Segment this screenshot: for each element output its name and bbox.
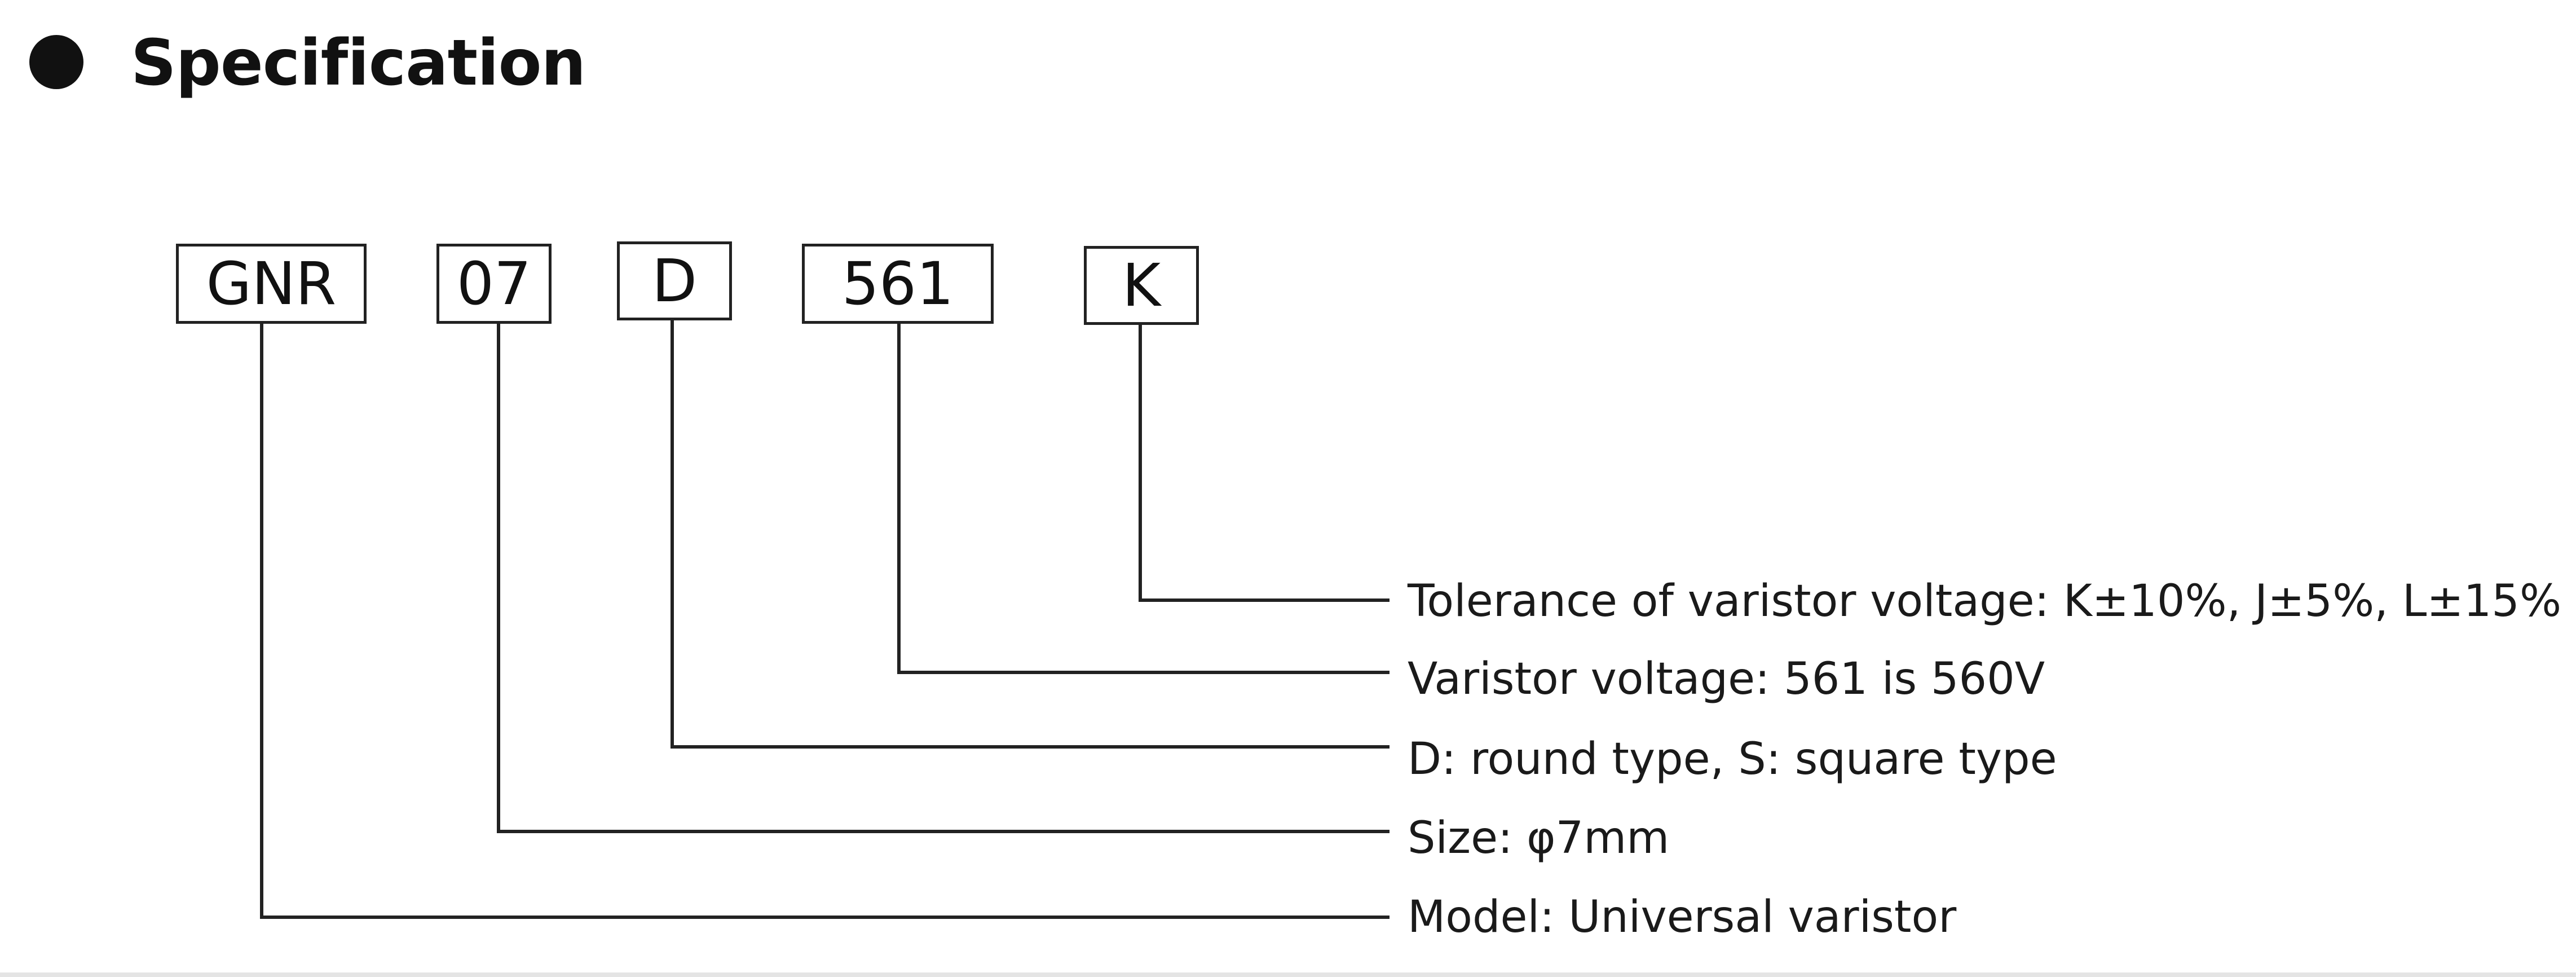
- code-box-size: 07: [436, 244, 552, 324]
- desc-size: Size: φ7mm: [1408, 813, 1670, 864]
- desc-tolerance: Tolerance of varistor voltage: K±10%, J±…: [1408, 576, 2562, 627]
- code-type: D: [651, 247, 698, 315]
- code-voltage: 561: [841, 249, 954, 318]
- bullet-icon: [29, 35, 83, 89]
- code-model: GNR: [206, 249, 337, 318]
- code-box-tolerance: K: [1084, 246, 1199, 325]
- desc-voltage: Varistor voltage: 561 is 560V: [1408, 654, 2045, 705]
- code-size: 07: [456, 249, 532, 318]
- desc-type: D: round type, S: square type: [1408, 734, 2057, 785]
- code-box-type: D: [617, 241, 732, 320]
- code-box-model: GNR: [176, 244, 367, 324]
- connector-voltage: [897, 323, 1390, 674]
- connector-model: [260, 323, 1390, 919]
- connector-type: [671, 319, 1390, 749]
- connector-tolerance: [1139, 324, 1390, 602]
- bottom-divider: [0, 972, 2576, 977]
- page-title: Specification: [131, 27, 586, 100]
- code-box-voltage: 561: [802, 244, 994, 324]
- connector-size: [497, 323, 1390, 833]
- code-tolerance: K: [1122, 251, 1161, 320]
- desc-model: Model: Universal varistor: [1408, 892, 1957, 943]
